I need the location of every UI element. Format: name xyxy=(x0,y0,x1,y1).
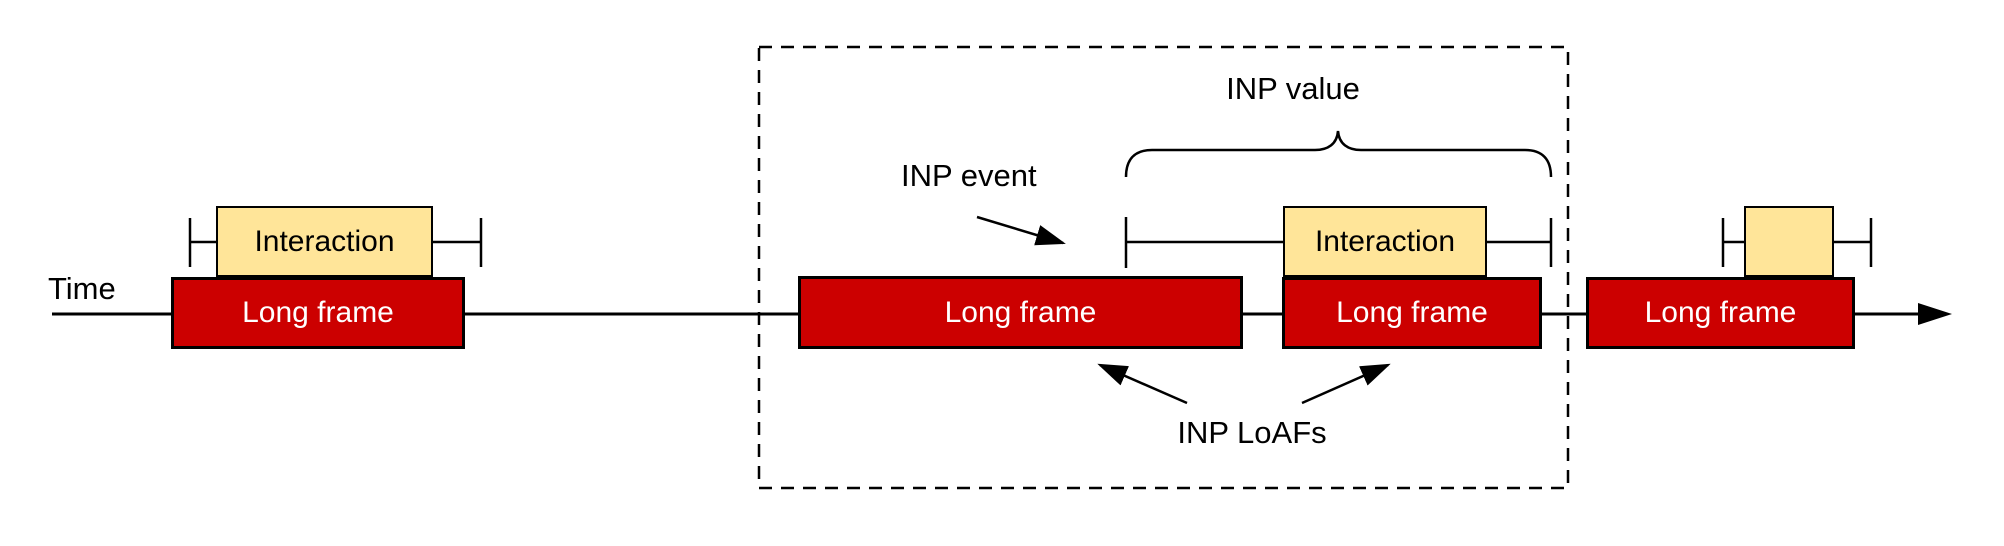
inp-event-arrow xyxy=(976,215,1066,246)
interaction-box-1: Interaction xyxy=(216,206,433,277)
interaction-span-markers-1 xyxy=(188,218,483,267)
inp-group-dashed-border xyxy=(757,45,1570,490)
interaction-box-3 xyxy=(1744,206,1834,277)
inp-loafs-arrow-right xyxy=(1301,363,1391,405)
interaction-span-markers-2 xyxy=(1124,217,1553,268)
interaction-label: Interaction xyxy=(1314,224,1456,258)
long-frame-label: Long frame xyxy=(1336,296,1488,329)
inp-value-annotation: INP value xyxy=(1226,71,1360,106)
inp-event-annotation: INP event xyxy=(901,158,1037,193)
inp-loafs-annotation: INP LoAFs xyxy=(1177,415,1327,450)
inp-loafs-arrow-left xyxy=(1097,363,1188,405)
long-frame-box-1: Long frame xyxy=(171,277,465,349)
timeline-arrowhead-icon xyxy=(1918,303,1952,325)
long-frame-label: Long frame xyxy=(242,296,394,329)
long-frame-label: Long frame xyxy=(944,295,1097,329)
interaction-label: Interaction xyxy=(254,224,395,258)
long-frame-box-2: Long frame xyxy=(798,276,1243,349)
long-frame-box-3: Long frame xyxy=(1282,277,1542,349)
interaction-box-2: Interaction xyxy=(1283,206,1487,277)
long-frame-box-4: Long frame xyxy=(1586,277,1855,349)
time-axis-label: Time xyxy=(48,271,116,306)
interaction-span-markers-3 xyxy=(1721,218,1873,267)
long-frame-label: Long frame xyxy=(1644,296,1797,329)
inp-value-brace xyxy=(1124,130,1553,178)
